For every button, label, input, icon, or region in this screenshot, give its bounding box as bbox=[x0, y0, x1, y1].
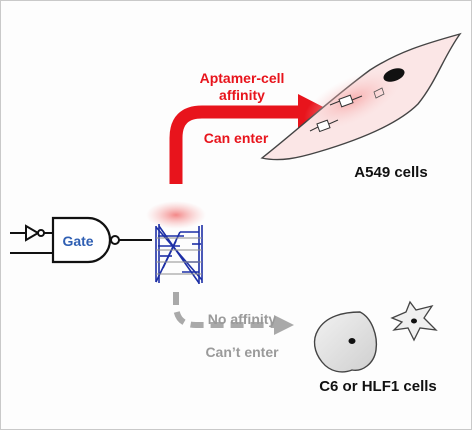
a549-cell: A549 cells bbox=[260, 32, 462, 181]
activation-glow bbox=[146, 201, 206, 229]
c6-cell bbox=[313, 311, 378, 373]
gray-arrow-head-icon bbox=[274, 315, 294, 335]
can-enter-label: Can enter bbox=[204, 130, 269, 146]
no-entry-path: No affinity Can’t enter bbox=[173, 292, 294, 360]
nand-gate-body bbox=[51, 216, 112, 264]
nand-output-bubble-icon bbox=[110, 235, 120, 245]
c6-hlf1-cells: C6 or HLF1 cells bbox=[313, 300, 438, 395]
inverter-bubble-icon bbox=[37, 229, 45, 237]
red-arrow-shaft bbox=[169, 105, 300, 184]
a549-cell-label: A549 cells bbox=[354, 164, 427, 181]
gate-label: Gate bbox=[62, 233, 93, 249]
a549-nucleus bbox=[383, 68, 405, 82]
internalized-nanostructure-1 bbox=[329, 94, 363, 108]
entry-path: Aptamer-cell affinity Can enter bbox=[169, 70, 333, 184]
logic-gate: Gate bbox=[10, 216, 152, 264]
dna-strands bbox=[155, 224, 203, 284]
dna-nanostructure bbox=[146, 201, 206, 284]
hlf1-nucleus bbox=[411, 318, 417, 324]
dna-rungs bbox=[156, 237, 202, 275]
no-affinity-label: No affinity bbox=[208, 311, 277, 327]
internalized-nanostructure-3 bbox=[373, 87, 385, 99]
affinity-label-line2: affinity bbox=[219, 87, 265, 103]
internalized-nanostructure-2 bbox=[309, 119, 339, 133]
gray-dashed-arrow-shaft bbox=[173, 292, 276, 328]
affinity-label-line1: Aptamer-cell bbox=[200, 70, 285, 86]
c6-hlf1-label: C6 or HLF1 cells bbox=[319, 378, 437, 395]
cant-enter-label: Can’t enter bbox=[205, 344, 279, 360]
inverter-triangle-icon bbox=[25, 224, 40, 242]
c6-nucleus bbox=[348, 338, 356, 344]
